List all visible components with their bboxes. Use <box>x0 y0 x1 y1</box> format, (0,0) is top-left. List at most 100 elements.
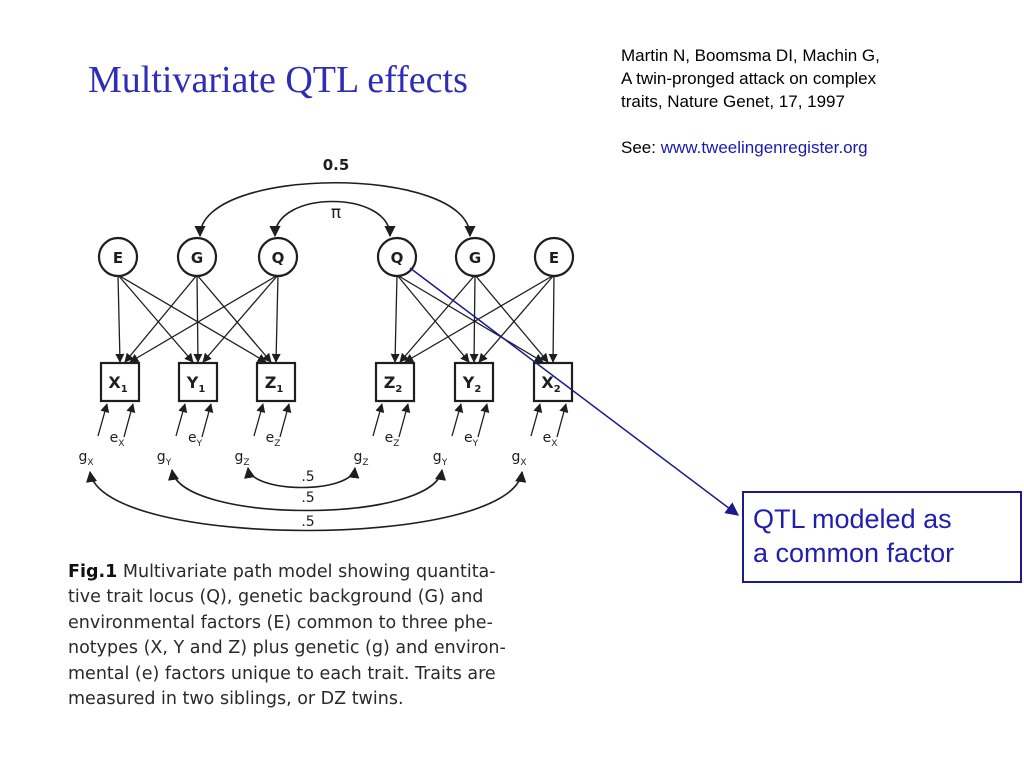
trait-node <box>453 361 495 403</box>
latent-factor-label: Q <box>391 249 404 267</box>
g-correlation-label: 0.5 <box>323 156 350 174</box>
residual-e-label: eX <box>543 430 558 449</box>
diagram-labels: E G Q Q G E X1 Y1 Z1 Z2 Y2 X2 eX eY eZ eZ eY eX gX gY gZ gZ gY… <box>78 156 560 530</box>
residual-correlation-label: .5 <box>301 490 314 506</box>
latent-factor-label: G <box>191 249 203 267</box>
residual-correlation-label: .5 <box>301 469 314 485</box>
residual-g-arrow <box>97 403 110 437</box>
residual-e-arrow <box>123 403 136 438</box>
latent-factor-label: E <box>113 249 123 267</box>
caption-line: notypes (X, Y and Z) plus genetic (g) an… <box>68 638 506 659</box>
latent-factor-label: G <box>469 249 481 267</box>
trait-label: Z2 <box>384 373 403 395</box>
residual-e-arrow <box>398 403 411 438</box>
latent-factor-node <box>454 236 496 278</box>
path-arrow <box>399 274 476 363</box>
residual-e-label: eY <box>188 430 203 449</box>
see-label: See: <box>621 138 661 157</box>
reference-line: Martin N, Boomsma DI, Machin G, <box>621 46 880 65</box>
trait-label: X1 <box>108 373 127 395</box>
residual-g-label: gY <box>433 449 448 468</box>
q-correlation-label: π <box>331 203 341 223</box>
caption-line: tive trait locus (Q), genetic background… <box>68 587 484 608</box>
residual-e-label: eZ <box>385 430 400 449</box>
reference-line: traits, Nature Genet, 17, 1997 <box>621 92 845 111</box>
residual-e-arrow <box>556 403 569 438</box>
qtl-callout-box: QTL modeled as a common factor <box>742 491 1022 583</box>
trait-node <box>255 361 297 403</box>
g-correlation-curve <box>194 182 476 238</box>
path-arrow <box>474 274 549 363</box>
residual-g-label: gZ <box>353 449 368 468</box>
residual-e-label: eZ <box>266 430 281 449</box>
latent-factor-label: E <box>549 249 559 267</box>
trait-label: Y1 <box>186 373 206 395</box>
gx-correlation-curve <box>86 470 527 532</box>
latent-factor-node <box>533 236 575 278</box>
trait-node <box>532 361 574 403</box>
path-arrow <box>193 274 203 363</box>
residual-g-arrow <box>530 403 543 437</box>
reference-block: Martin N, Boomsma DI, Machin G, A twin-p… <box>621 44 1021 159</box>
caption-line: mental (e) factors unique to each trait.… <box>68 663 496 684</box>
residual-e-arrow <box>279 403 292 438</box>
residual-g-label: gX <box>511 449 526 468</box>
latent-factor-node <box>97 236 139 278</box>
residual-correlation-label: .5 <box>301 514 314 530</box>
residual-e-arrow <box>477 403 490 438</box>
figure-label: Fig.1 <box>68 562 118 582</box>
path-arrow <box>196 274 272 363</box>
diagram-nodes <box>97 236 575 403</box>
trait-node <box>177 361 219 403</box>
residual-e-label: eX <box>110 430 125 449</box>
residual-g-arrow <box>253 403 266 437</box>
callout-pointer <box>409 267 740 516</box>
path-arrow <box>115 274 125 363</box>
trait-label: Y2 <box>462 373 482 395</box>
latent-factor-node <box>176 236 218 278</box>
path-arrow <box>271 274 281 363</box>
caption-text: Multivariate path model showing quantita… <box>117 562 496 582</box>
path-arrow <box>202 274 279 363</box>
path-arrow <box>129 274 279 363</box>
path-arrow <box>396 274 470 363</box>
callout-line: a common factor <box>753 538 955 568</box>
reference-line: A twin-pronged attack on complex <box>621 69 877 88</box>
residual-g-arrow <box>372 403 385 437</box>
path-arrow <box>117 274 267 363</box>
path-arrow <box>469 274 479 363</box>
latent-factor-node <box>376 236 418 278</box>
path-edges <box>97 274 569 438</box>
caption-line: environmental factors (E) common to thre… <box>68 612 493 633</box>
gy-correlation-curve <box>167 468 447 512</box>
path-arrow <box>390 274 400 363</box>
correlation-curves <box>86 182 527 532</box>
latent-factor-node <box>257 236 299 278</box>
residual-g-arrow <box>175 403 188 437</box>
callout-line: QTL modeled as <box>753 504 952 534</box>
caption-line: Fig.1 Multivariate path model showing qu… <box>68 560 598 585</box>
path-arrow <box>548 274 558 363</box>
path-arrow <box>396 274 544 363</box>
see-line: See: www.tweelingenregister.org <box>621 136 1021 159</box>
trait-label: Z1 <box>265 373 284 395</box>
path-arrow <box>404 274 555 363</box>
residual-g-label: gZ <box>234 449 249 468</box>
slide-title: Multivariate QTL effects <box>88 59 468 101</box>
residual-g-label: gX <box>78 449 93 468</box>
residual-e-label: eY <box>464 430 479 449</box>
path-arrow <box>117 274 194 363</box>
website-link[interactable]: www.tweelingenregister.org <box>660 138 868 157</box>
path-arrow <box>478 274 555 363</box>
residual-g-label: gY <box>157 449 172 468</box>
figure-caption: Fig.1 Multivariate path model showing qu… <box>68 560 598 712</box>
residual-g-arrow <box>451 403 464 437</box>
trait-node <box>99 361 141 403</box>
residual-e-arrow <box>201 403 214 438</box>
path-arrow <box>124 274 198 363</box>
caption-line: measured in two siblings, or DZ twins. <box>68 689 404 710</box>
q-correlation-curve <box>269 200 396 238</box>
trait-label: X2 <box>541 373 560 395</box>
latent-factor-label: Q <box>272 249 285 267</box>
